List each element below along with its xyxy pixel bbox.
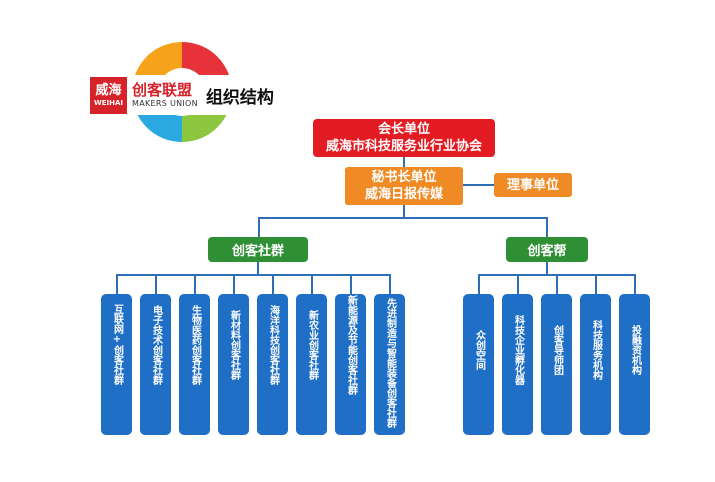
connector: [517, 274, 519, 294]
secretary-box: 秘书长单位 威海日报传媒: [345, 167, 463, 205]
connector: [546, 217, 548, 237]
help-item-label: 科技服务机构: [590, 319, 602, 380]
connector: [389, 274, 391, 294]
community-item: 互联网+创客社群: [101, 294, 132, 435]
connector: [311, 274, 313, 294]
help-item: 科技服务机构: [580, 294, 611, 435]
group-makers-help: 创客帮: [506, 237, 588, 262]
community-item: 电子技术创客社群: [140, 294, 171, 435]
help-item: 投融资机构: [619, 294, 650, 435]
secretary-line2: 威海日报传媒: [364, 187, 443, 202]
community-item: 新农业创客社群: [296, 294, 327, 435]
director-box: 理事单位: [494, 173, 572, 197]
connector: [116, 274, 389, 276]
connector: [634, 274, 636, 294]
connector: [258, 217, 260, 237]
community-item-label: 新能源及节能创客社群: [345, 294, 357, 395]
director-label: 理事单位: [506, 177, 559, 193]
badge-en: WEIHAI: [94, 98, 123, 107]
community-item-label: 生物医药创客社群: [189, 304, 201, 385]
badge-cn: 威海: [95, 82, 122, 98]
community-item-label: 新农业创客社群: [306, 309, 318, 380]
help-item: 科技企业孵化器: [502, 294, 533, 435]
chairman-line1: 会长单位: [377, 122, 430, 137]
community-item: 新材料创客社群: [218, 294, 249, 435]
group-label: 创客社群: [231, 244, 284, 259]
connector: [194, 274, 196, 294]
connector: [257, 262, 259, 274]
help-item: 创客导师团: [541, 294, 572, 435]
group-makers-community: 创客社群: [208, 237, 308, 262]
connector: [350, 274, 352, 294]
makers-union-logo: 威海 WEIHAI 创客联盟 MAKERS UNION 组织结构: [88, 36, 274, 148]
community-item: 生物医药创客社群: [179, 294, 210, 435]
connector: [272, 274, 274, 294]
community-item: 海洋科技创客社群: [257, 294, 288, 435]
chairman-line2: 威海市科技服务业行业协会: [325, 139, 482, 154]
weihai-badge: 威海 WEIHAI: [90, 76, 127, 114]
help-item-label: 投融资机构: [629, 324, 641, 375]
help-item-label: 众创空间: [473, 329, 485, 370]
help-item-label: 创客导师团: [551, 324, 563, 375]
connector: [233, 274, 235, 294]
community-item-label: 新材料创客社群: [228, 309, 240, 380]
community-item: 先进制造与智能装备创客社群: [374, 294, 405, 435]
group-label: 创客帮: [527, 244, 567, 259]
chairman-box: 会长单位 威海市科技服务业行业协会: [313, 119, 495, 157]
page-title: 组织结构: [205, 87, 274, 108]
secretary-line1: 秘书长单位: [371, 170, 437, 185]
community-item-label: 电子技术创客社群: [150, 304, 162, 385]
connector: [556, 274, 558, 294]
help-item: 众创空间: [463, 294, 494, 435]
community-item-label: 海洋科技创客社群: [267, 304, 279, 385]
connector: [403, 205, 405, 218]
logo-name-en: MAKERS UNION: [132, 99, 198, 108]
connector: [546, 262, 548, 274]
logo-name: 创客联盟 MAKERS UNION: [132, 81, 198, 109]
connector: [258, 217, 548, 219]
connector: [463, 184, 494, 186]
connector: [116, 274, 118, 294]
connector: [595, 274, 597, 294]
logo-text-band: 威海 WEIHAI 创客联盟 MAKERS UNION 组织结构: [88, 75, 274, 115]
community-item-label: 先进制造与智能装备创客社群: [384, 297, 396, 428]
logo-name-cn: 创客联盟: [132, 81, 193, 99]
community-item-label: 互联网+创客社群: [111, 304, 123, 385]
help-item-label: 科技企业孵化器: [512, 314, 524, 385]
connector: [403, 157, 405, 167]
connector: [478, 274, 480, 294]
connector: [155, 274, 157, 294]
community-item: 新能源及节能创客社群: [335, 294, 366, 435]
